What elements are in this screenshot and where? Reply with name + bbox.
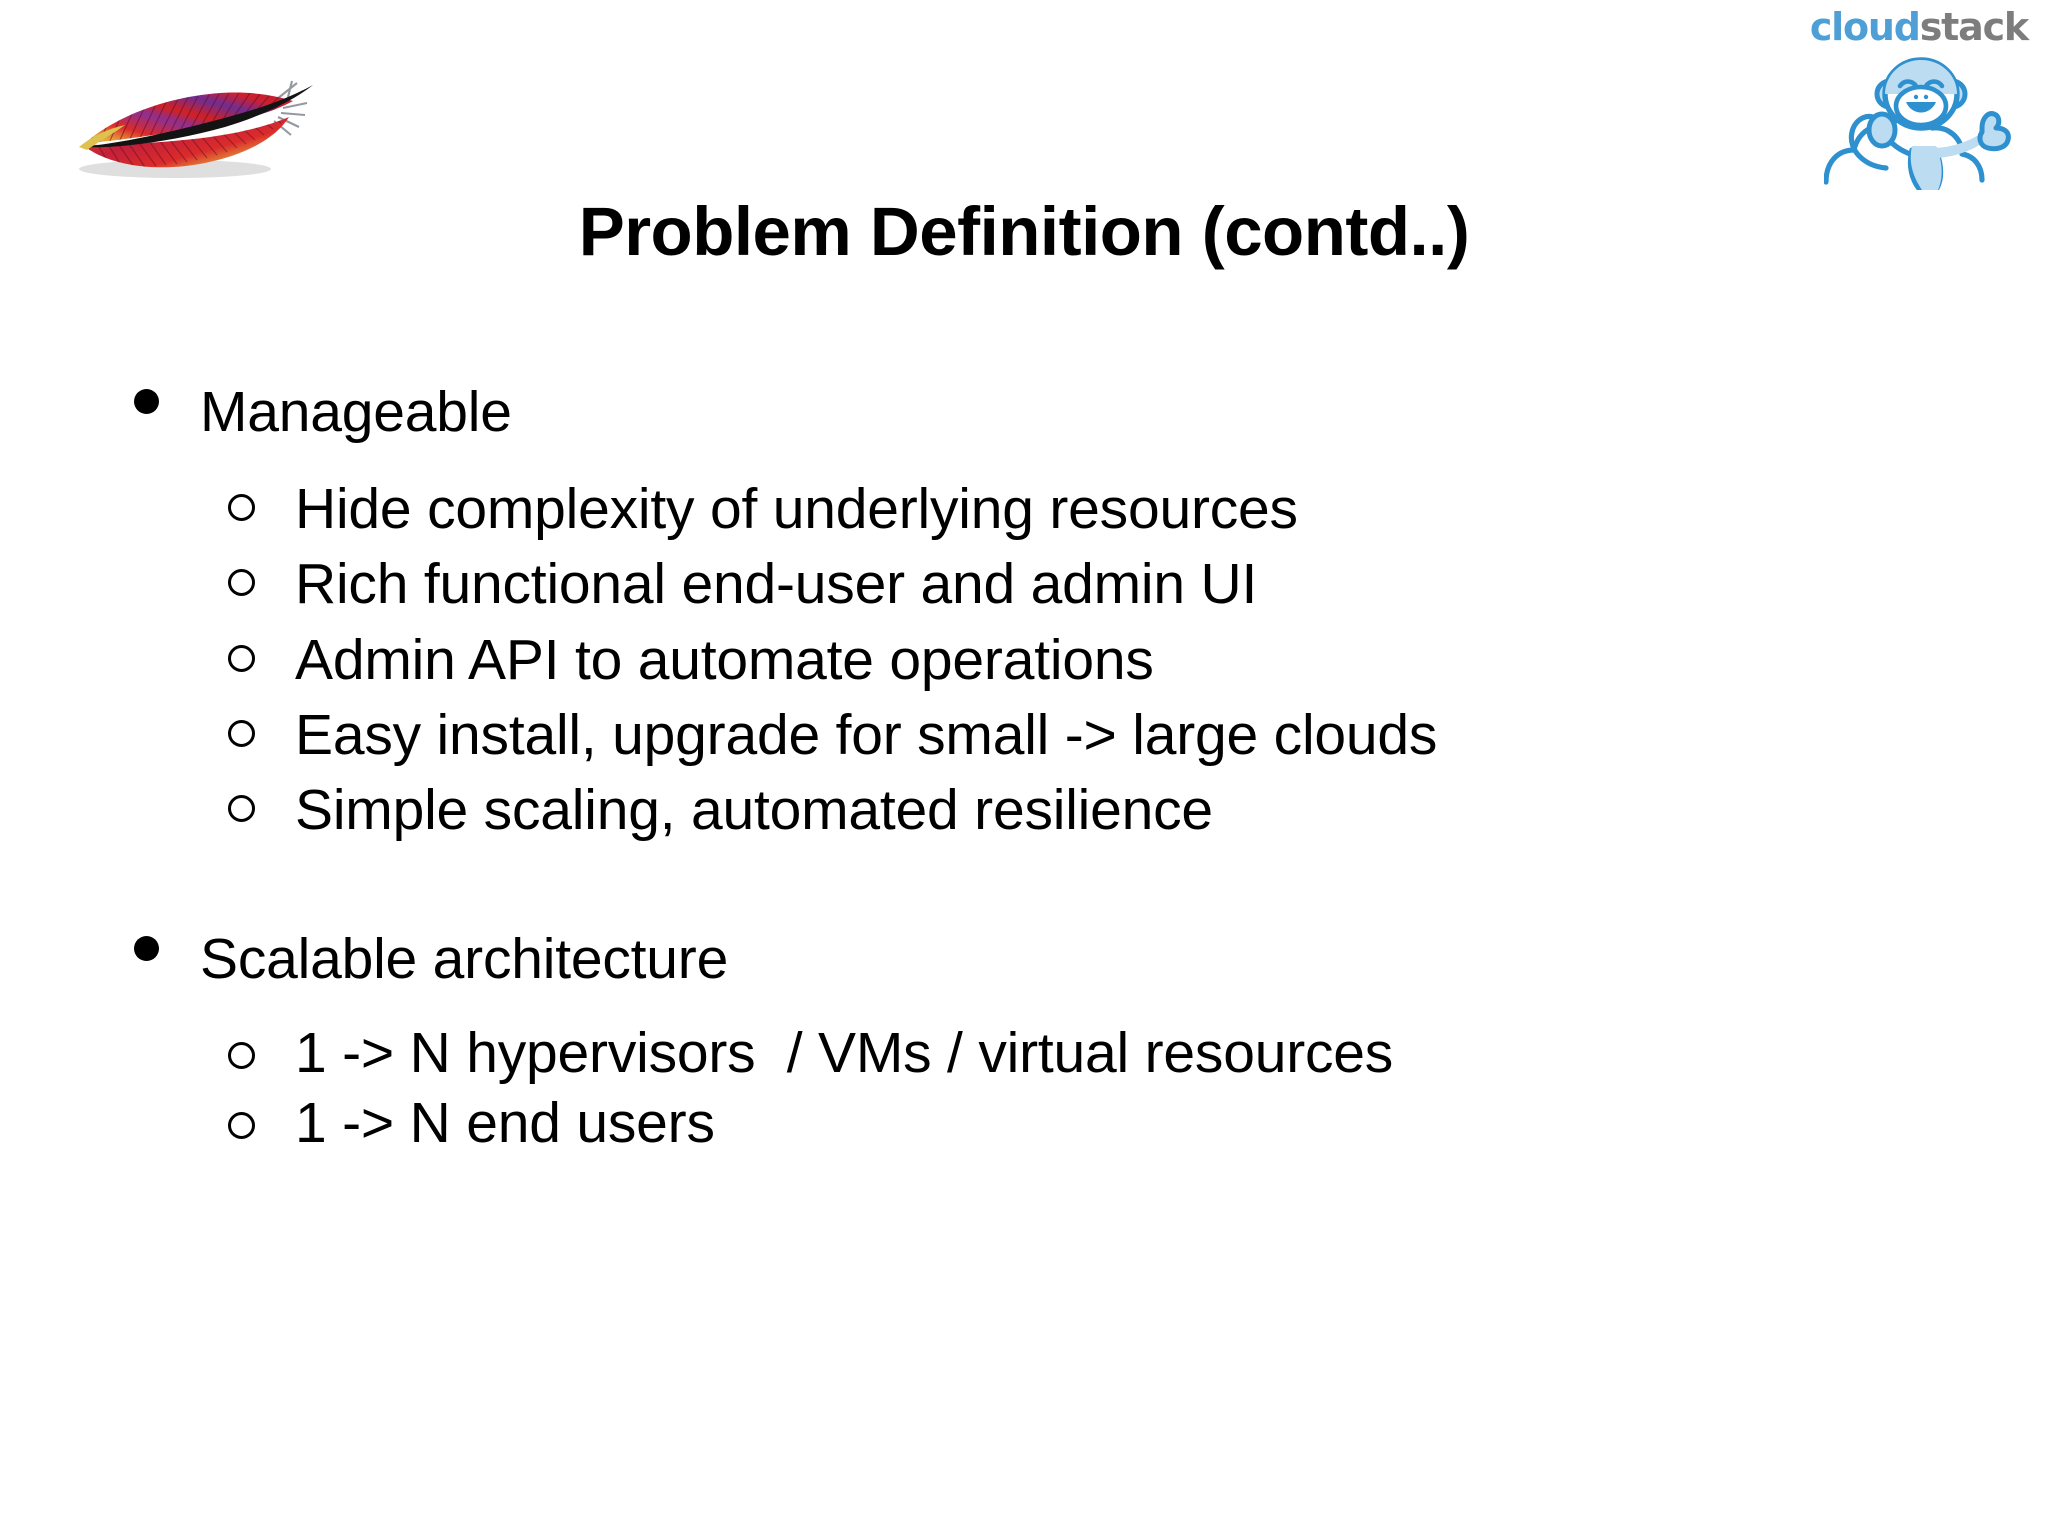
cloudstack-wordmark-cloud: cloud (1809, 5, 1921, 49)
bullet-group-gap (0, 848, 2048, 922)
cloudstack-wordmark: cloudstack (1809, 5, 2029, 49)
sub-bullet-item: Admin API to automate operations (0, 623, 2048, 698)
hollow-circle-bullet-icon (228, 569, 255, 597)
hollow-circle-bullet-icon (228, 1041, 255, 1069)
bullet-group-scalable-architecture: Scalable architecture 1 -> N hypervisors… (0, 922, 2048, 1159)
sub-bullet-label: Hide complexity of underlying resources (295, 477, 1298, 542)
bullet-heading-label: Scalable architecture (200, 927, 729, 992)
bullet-heading-label: Manageable (200, 380, 512, 444)
sub-bullet-item: Hide complexity of underlying resources (0, 472, 2048, 547)
sub-bullet-label: Simple scaling, automated resilience (295, 778, 1213, 843)
sub-bullet-label: Easy install, upgrade for small -> large… (295, 702, 1438, 767)
sub-bullet-label: Rich functional end-user and admin UI (295, 552, 1258, 617)
sub-bullet-label: Admin API to automate operations (295, 627, 1154, 692)
sub-bullet-item: Easy install, upgrade for small -> large… (0, 698, 2048, 773)
bullet-group-manageable: Manageable Hide complexity of underlying… (0, 375, 2048, 848)
hollow-circle-bullet-icon (228, 719, 255, 747)
bullet-heading-scalable-architecture: Scalable architecture (0, 922, 2048, 997)
filled-bullet-icon (134, 389, 159, 414)
sub-bullet-item: 1 -> N end users (0, 1090, 2048, 1160)
slide-body: Manageable Hide complexity of underlying… (0, 375, 2048, 1160)
sub-bullet-label: 1 -> N hypervisors / VMs / virtual resou… (295, 1020, 1394, 1085)
sub-bullet-item: 1 -> N hypervisors / VMs / virtual resou… (0, 1020, 2048, 1090)
sub-bullet-item: Simple scaling, automated resilience (0, 773, 2048, 848)
hollow-circle-bullet-icon (228, 1111, 255, 1139)
apache-feather-logo (45, 55, 335, 185)
sub-bullet-label: 1 -> N end users (295, 1090, 715, 1155)
cloudstack-logo: cloudstack (1810, 8, 2034, 190)
hollow-circle-bullet-icon (228, 644, 255, 672)
filled-bullet-icon (134, 936, 159, 962)
bullet-heading-manageable: Manageable (0, 375, 2048, 450)
sub-bullet-item: Rich functional end-user and admin UI (0, 547, 2048, 622)
hollow-circle-bullet-icon (228, 795, 255, 823)
slide-title: Problem Definition (contd..) (578, 193, 1470, 270)
cloudstack-wordmark-stack: stack (1919, 5, 2029, 49)
hollow-circle-bullet-icon (228, 494, 255, 522)
cloudstack-monkey-cloud-mark (1824, 50, 2034, 190)
